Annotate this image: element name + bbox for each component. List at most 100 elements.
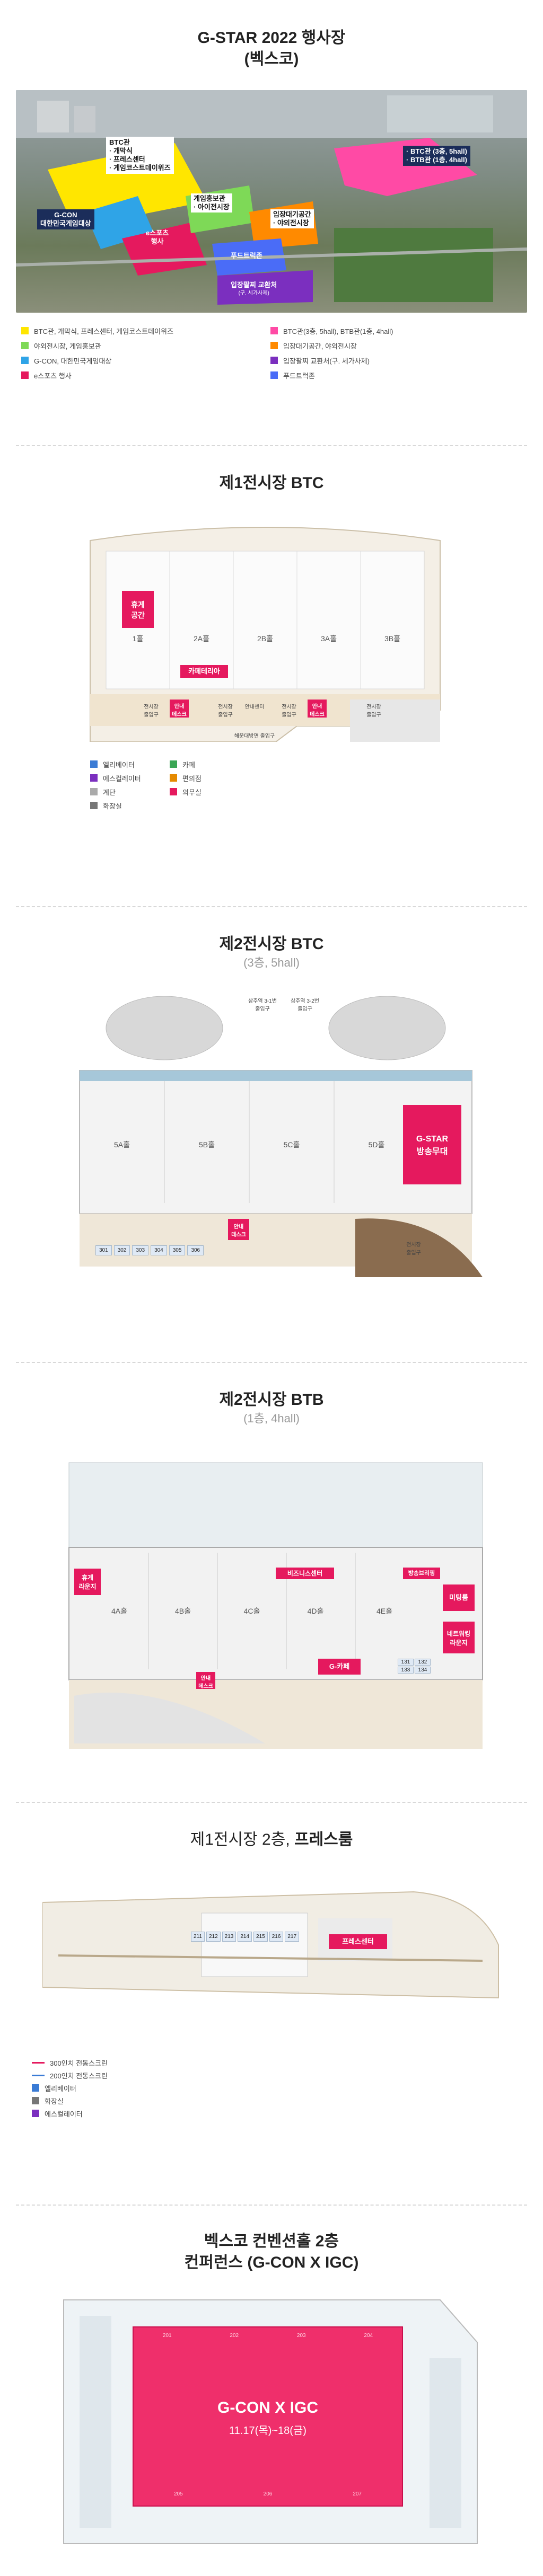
legend-text: 200인치 전동스크린 bbox=[50, 2072, 108, 2080]
section-venue-overview: G-STAR 2022 행사장 (벡스코) BTC관 · 개막식 · 프레스센터… bbox=[0, 0, 543, 445]
guide-desk: 안내 데스크 bbox=[228, 1219, 249, 1240]
guide-desk-1: 안내 데스크 bbox=[170, 700, 189, 718]
divider bbox=[16, 906, 527, 907]
conference-room-row: 201 202 203 204 bbox=[134, 2333, 402, 2339]
legend-swatch bbox=[21, 342, 29, 349]
label-btc-item-3: · 게임코스트데이위즈 bbox=[109, 164, 171, 172]
section-pressroom: 제1전시장 2층, 프레스룸 프레스센터 211 212 213 214 215… bbox=[0, 1802, 543, 2205]
room: 215 bbox=[253, 1932, 268, 1942]
legend-item: 푸드트럭존 bbox=[270, 369, 520, 382]
legend-swatch bbox=[270, 327, 278, 334]
hall-4d: 4D홀 bbox=[307, 1607, 324, 1615]
legend-swatch bbox=[270, 342, 278, 349]
legend-text: 300인치 전동스크린 bbox=[50, 2059, 108, 2067]
label-exchange-1: 입장팔찌 교환처 bbox=[231, 281, 277, 289]
legend-swatch bbox=[32, 2074, 45, 2076]
legend-item: 입장팔찌 교환처(구. 세가사제) bbox=[270, 354, 520, 367]
label-btb-hall: · BTB관 (1층, 4hall) bbox=[406, 156, 467, 164]
section-sub-hall2-btc: (3층, 5hall) bbox=[243, 956, 300, 969]
legend-text: BTC관, 개막식, 프레스센터, 게임코스트데이위즈 bbox=[34, 327, 173, 335]
divider bbox=[16, 2205, 527, 2206]
legend-text: 푸드트럭존 bbox=[283, 371, 315, 380]
press-briefing: 방송브리핑 bbox=[403, 1568, 440, 1579]
top-exit-2: 삼주역 3-2번 출입구 bbox=[290, 998, 320, 1012]
legend-text: G-CON, 대한민국게임대상 bbox=[34, 357, 112, 365]
legend-swatch bbox=[270, 357, 278, 364]
section-hall2-btc: 제2전시장 BTC (3층, 5hall) 5A홀 5B홀 5C홀 5D홀 G-… bbox=[0, 906, 543, 1362]
pressroom-floorplan: 프레스센터 211 212 213 214 215 216 217 bbox=[42, 1881, 509, 2040]
room: 304 bbox=[151, 1245, 167, 1255]
conference-date: 11.17(목)~18(금) bbox=[229, 2425, 306, 2437]
section-title-hall2-btc: 제2전시장 BTC bbox=[219, 935, 324, 953]
legend-item: 화장실 bbox=[90, 799, 170, 812]
legend-item: 엘리베이터 bbox=[90, 758, 170, 771]
room: 306 bbox=[187, 1245, 204, 1255]
label-btc-btb: · BTC관 (3층, 5hall) · BTB관 (1층, 4hall) bbox=[403, 146, 470, 166]
room: 206 bbox=[263, 2491, 273, 2497]
section-title-pressroom: 제1전시장 2층, 프레스룸 bbox=[0, 1829, 543, 1851]
room: 303 bbox=[132, 1245, 149, 1255]
press-center: 프레스센터 bbox=[329, 1934, 387, 1949]
label-esports-1: e스포츠 bbox=[146, 229, 169, 237]
legend-item: 에스컬레이터 bbox=[32, 2107, 191, 2120]
label-esports: e스포츠 행사 bbox=[146, 229, 169, 246]
label-btc-item-2: · 프레스센터 bbox=[109, 155, 145, 163]
divider bbox=[16, 1362, 527, 1363]
legend-swatch bbox=[21, 327, 29, 334]
label-gcon: G-CON 대한민국게임대상 bbox=[37, 209, 94, 229]
legend-text: 화장실 bbox=[45, 2097, 64, 2105]
divider bbox=[16, 1802, 527, 1803]
hall2-btb-floorplan: 휴게 라운지 4A홀 4B홀 4C홀 4D홀 4E홀 비즈니스센터 방송브리핑 … bbox=[53, 1447, 493, 1765]
section-title-convention-2: 컨퍼런스 (G-CON X IGC) bbox=[184, 2254, 359, 2271]
hall1-floorplan-drawing bbox=[90, 527, 441, 742]
legend-item: 에스컬레이터 bbox=[90, 772, 170, 784]
room: 201 bbox=[162, 2333, 172, 2339]
hall-3b: 3B홀 bbox=[384, 634, 400, 643]
legend-text: 계단 bbox=[103, 788, 116, 796]
legend-swatch bbox=[170, 760, 177, 768]
room-list: 131 132 133 134 bbox=[398, 1659, 431, 1674]
room: 301 bbox=[95, 1245, 112, 1255]
hall-4b: 4B홀 bbox=[174, 1607, 191, 1615]
label-btc-hall: · BTC관 (3층, 5hall) bbox=[406, 147, 467, 155]
legend-text: 카페 bbox=[182, 760, 195, 769]
section-hall2-btb: 제2전시장 BTB (1층, 4hall) 휴게 라운지 4A홀 4B홀 4C홀… bbox=[0, 1362, 543, 1802]
hall1-floorplan: 휴게 공간 1홀 2A홀 2B홀 3A홀 3B홀 카페테리아 안내 데스크 안내… bbox=[74, 519, 456, 742]
legend-text: 에스컬레이터 bbox=[103, 774, 141, 783]
broadcast-stage: G-STAR 방송무대 bbox=[403, 1105, 461, 1184]
legend-swatch bbox=[21, 371, 29, 379]
exit-label: 전시장 출입구 bbox=[406, 1242, 421, 1256]
hall2-btc-floorplan: 5A홀 5B홀 5C홀 5D홀 G-STAR 방송무대 안내 데스크 301 3… bbox=[58, 991, 493, 1293]
legend-item: 편의점 bbox=[170, 772, 249, 784]
exit-label-1: 전시장 출입구 bbox=[144, 704, 159, 718]
g-cafe: G-카페 bbox=[318, 1659, 361, 1675]
business-center: 비즈니스센터 bbox=[276, 1568, 334, 1579]
exit-label-4: 전시장 출입구 bbox=[366, 704, 381, 718]
legend-text: e스포츠 행사 bbox=[34, 371, 72, 380]
legend-swatch bbox=[170, 774, 177, 782]
exit-label-3: 전시장 출입구 bbox=[282, 704, 296, 718]
room: 216 bbox=[269, 1932, 284, 1942]
label-food: 푸드트럭존 bbox=[231, 252, 262, 260]
pressroom-title-bold: 프레스룸 bbox=[294, 1831, 353, 1848]
legend-item: G-CON, 대한민국게임대상 bbox=[21, 354, 270, 367]
hall-4a: 4A홀 bbox=[111, 1607, 127, 1615]
label-hongbo-1: 게임홍보관 bbox=[194, 194, 225, 202]
legend-text: 편의점 bbox=[182, 774, 202, 783]
hall-5b: 5B홀 bbox=[198, 1140, 215, 1149]
label-ipjang: 입장대기공간 · 야외전시장 bbox=[270, 209, 314, 228]
label-exchange-2: (구. 세가사제) bbox=[238, 290, 269, 296]
room: 132 bbox=[415, 1659, 431, 1666]
room: 214 bbox=[238, 1932, 252, 1942]
room: 207 bbox=[353, 2491, 362, 2497]
label-ipjang-2: · 야외전시장 bbox=[273, 219, 309, 227]
room: 302 bbox=[113, 1245, 130, 1255]
hall-2b: 2B홀 bbox=[257, 634, 273, 643]
room: 204 bbox=[364, 2333, 373, 2339]
top-exit-1: 삼주역 3-1번 출입구 bbox=[248, 998, 277, 1012]
room: 202 bbox=[230, 2333, 239, 2339]
label-hongbo-2: · 아이전시장 bbox=[194, 203, 230, 211]
room: 217 bbox=[285, 1932, 300, 1942]
